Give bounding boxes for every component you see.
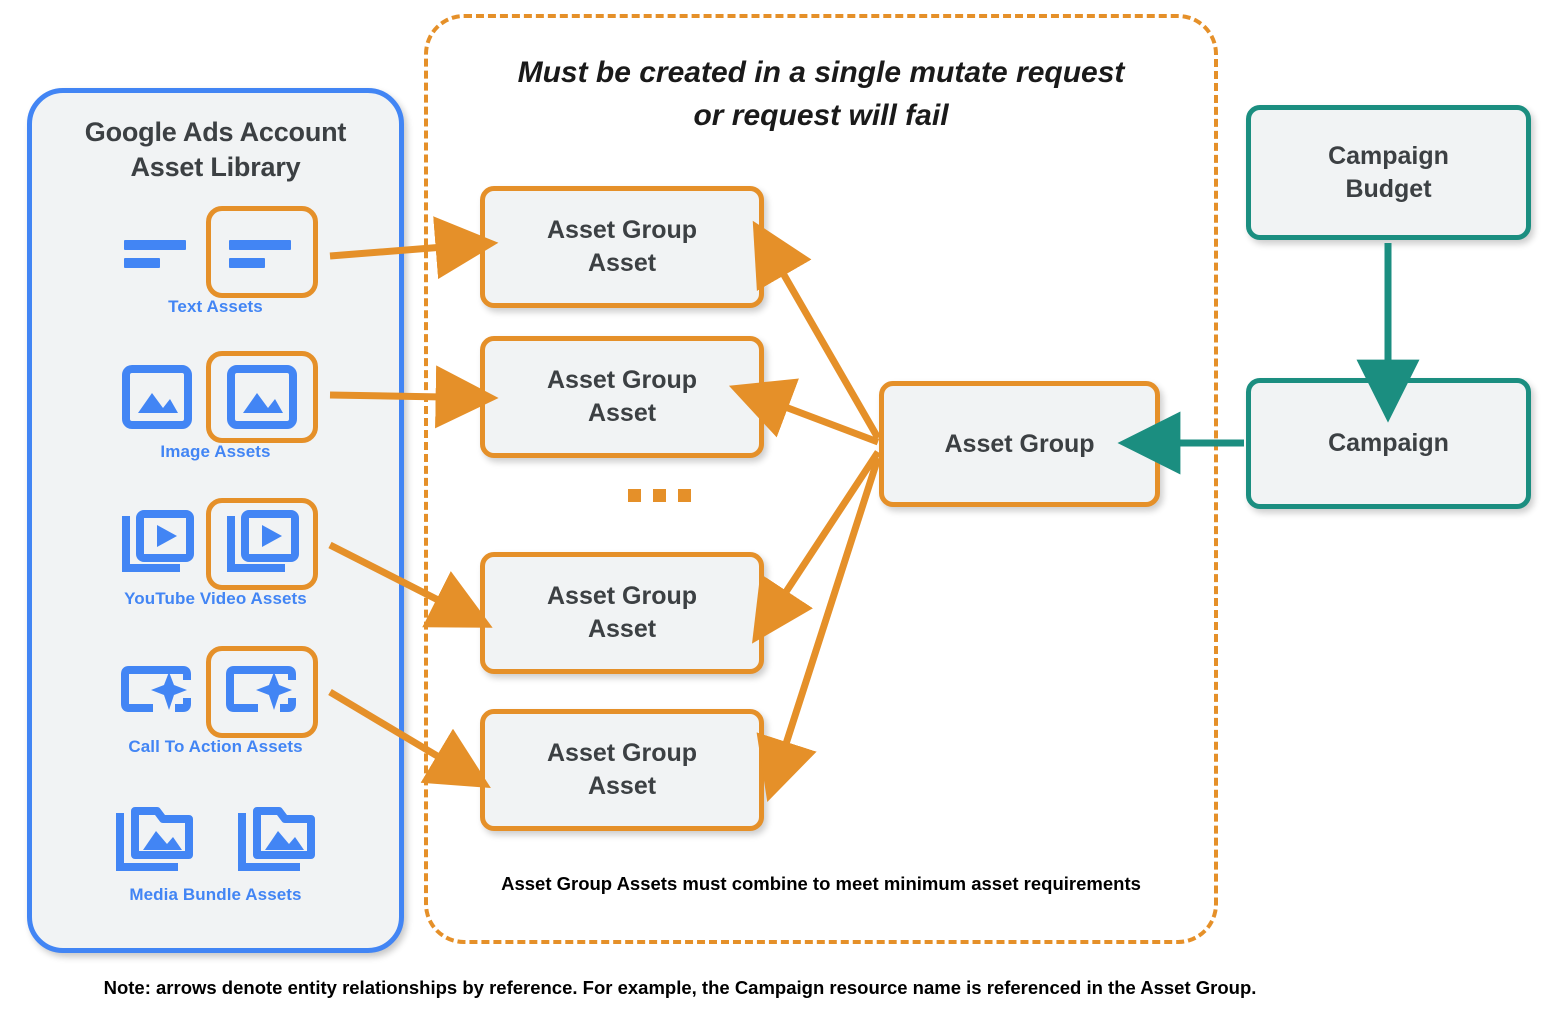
youtube-assets-icons <box>32 497 399 591</box>
library-title: Google Ads Account Asset Library <box>32 115 399 184</box>
mutate-title-line1: Must be created in a single mutate reque… <box>517 56 1125 89</box>
library-title-line1: Google Ads Account <box>84 117 347 147</box>
library-item-youtube-video-assets[interactable]: YouTube Video Assets <box>32 497 399 617</box>
node-label-line2: Asset <box>587 249 657 277</box>
node-label-line2: Budget <box>1345 174 1432 203</box>
youtube-video-asset-icon-selected[interactable] <box>205 498 318 590</box>
node-label-line1: Asset Group <box>546 366 698 394</box>
call-to-action-asset-icon-selected[interactable] <box>205 646 318 738</box>
asset-group-asset-node-1[interactable]: Asset Group Asset <box>480 186 764 308</box>
node-label-line1: Asset Group <box>546 216 698 244</box>
image-assets-icons <box>32 350 399 444</box>
node-label-line1: Campaign <box>1328 141 1449 170</box>
mutate-request-title: Must be created in a single mutate reque… <box>424 52 1218 137</box>
asset-group-asset-node-4[interactable]: Asset Group Asset <box>480 709 764 831</box>
call-to-action-asset-icon <box>114 649 200 735</box>
ellipsis-dot <box>628 489 641 502</box>
youtube-video-asset-icon <box>114 501 200 587</box>
campaign-budget-node[interactable]: Campaign Budget <box>1246 105 1531 240</box>
node-label-line2: Asset <box>587 399 657 427</box>
asset-group-asset-node-2[interactable]: Asset Group Asset <box>480 336 764 458</box>
text-asset-icon-selected[interactable] <box>205 206 318 298</box>
library-item-label: YouTube Video Assets <box>124 589 307 608</box>
text-asset-icon <box>114 209 200 295</box>
node-label-line2: Asset <box>587 615 657 643</box>
library-item-image-assets[interactable]: Image Assets <box>32 350 399 470</box>
ellipsis-indicator <box>628 489 691 502</box>
node-label-line2: Asset <box>587 772 657 800</box>
image-asset-icon <box>114 354 200 440</box>
library-item-label: Media Bundle Assets <box>129 885 302 904</box>
library-item-call-to-action-assets[interactable]: Call To Action Assets <box>32 645 399 765</box>
ellipsis-dot <box>678 489 691 502</box>
library-item-label: Call To Action Assets <box>128 737 303 756</box>
library-item-label: Image Assets <box>160 442 271 461</box>
cta-assets-icons <box>32 645 399 739</box>
text-assets-icons <box>32 205 399 299</box>
node-label: Campaign <box>1328 429 1449 457</box>
library-item-label: Text Assets <box>168 297 263 316</box>
mutate-request-container <box>424 14 1218 944</box>
node-label-line1: Asset Group <box>546 582 698 610</box>
media-bundle-assets-icons <box>32 793 399 887</box>
library-title-line2: Asset Library <box>130 151 301 182</box>
mutate-footnote: Asset Group Assets must combine to meet … <box>501 873 1141 894</box>
library-item-text-assets[interactable]: Text Assets <box>32 205 399 325</box>
media-bundle-asset-icon <box>107 797 203 883</box>
footer-note: Note: arrows denote entity relationships… <box>103 977 1257 998</box>
mutate-title-line2: or request will fail <box>693 98 949 132</box>
media-bundle-asset-icon-2 <box>229 797 325 883</box>
library-item-media-bundle-assets[interactable]: Media Bundle Assets <box>32 793 399 913</box>
node-label: Asset Group <box>944 429 1095 458</box>
campaign-node[interactable]: Campaign <box>1246 378 1531 509</box>
ellipsis-dot <box>653 489 666 502</box>
asset-group-node[interactable]: Asset Group <box>879 381 1160 507</box>
image-asset-icon-selected[interactable] <box>205 351 318 443</box>
asset-group-asset-node-3[interactable]: Asset Group Asset <box>480 552 764 674</box>
node-label-line1: Asset Group <box>546 739 698 767</box>
asset-library-panel: Google Ads Account Asset Library <box>27 88 404 953</box>
